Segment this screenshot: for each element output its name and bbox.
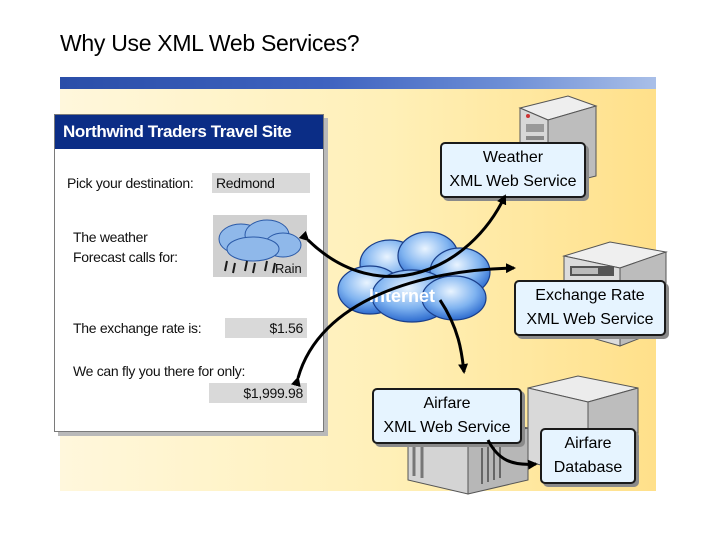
destination-label: Pick your destination:	[67, 175, 194, 191]
airfare-price-field: $1,999.98	[209, 383, 307, 403]
exchange-service-line2: XML Web Service	[526, 311, 654, 328]
exchange-service-callout: Exchange Rate XML Web Service	[514, 280, 666, 336]
airfare-database-line2: Database	[553, 459, 623, 476]
internet-cloud-icon	[337, 231, 491, 323]
exchange-rate-field: $1.56	[225, 318, 307, 338]
destination-field[interactable]: Redmond	[212, 173, 310, 193]
fly-label: We can fly you there for only:	[73, 363, 246, 379]
weather-panel: Rain	[213, 215, 307, 277]
weather-label-line1: The weather	[73, 229, 148, 245]
exchange-service-line1: Exchange Rate	[535, 287, 645, 304]
weather-service-callout: Weather XML Web Service	[440, 142, 586, 198]
internet-label: Internet	[369, 286, 436, 306]
title-underline-bar	[60, 77, 656, 89]
weather-label-line2: Forecast calls for:	[73, 249, 178, 265]
airfare-database-callout: Airfare Database	[540, 428, 636, 484]
rain-cloud-icon	[218, 219, 302, 274]
airfare-service-line1: Airfare	[423, 395, 471, 412]
slide-title: Why Use XML Web Services?	[60, 30, 360, 56]
travel-site-window: Northwind Traders Travel Site Pick your …	[54, 114, 324, 432]
site-header: Northwind Traders Travel Site	[55, 115, 323, 149]
airfare-service-callout: Airfare XML Web Service	[372, 388, 522, 444]
weather-service-line1: Weather	[482, 149, 544, 166]
weather-value: Rain	[275, 261, 302, 276]
airfare-database-line1: Airfare	[564, 435, 612, 452]
exchange-label: The exchange rate is:	[73, 320, 202, 336]
weather-service-line2: XML Web Service	[449, 173, 577, 190]
airfare-service-line2: XML Web Service	[383, 419, 511, 436]
